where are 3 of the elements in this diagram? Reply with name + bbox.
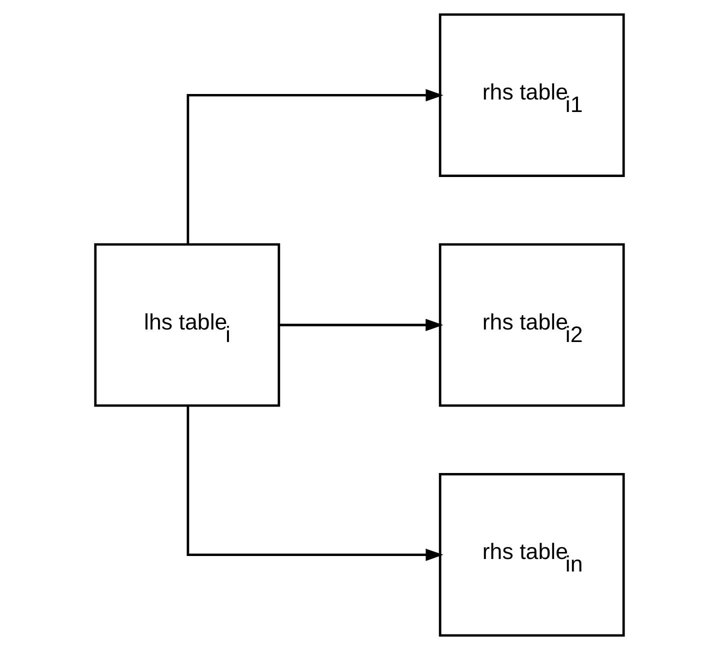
arrow <box>278 318 443 332</box>
arrow <box>186 89 443 244</box>
arrow <box>186 406 443 561</box>
